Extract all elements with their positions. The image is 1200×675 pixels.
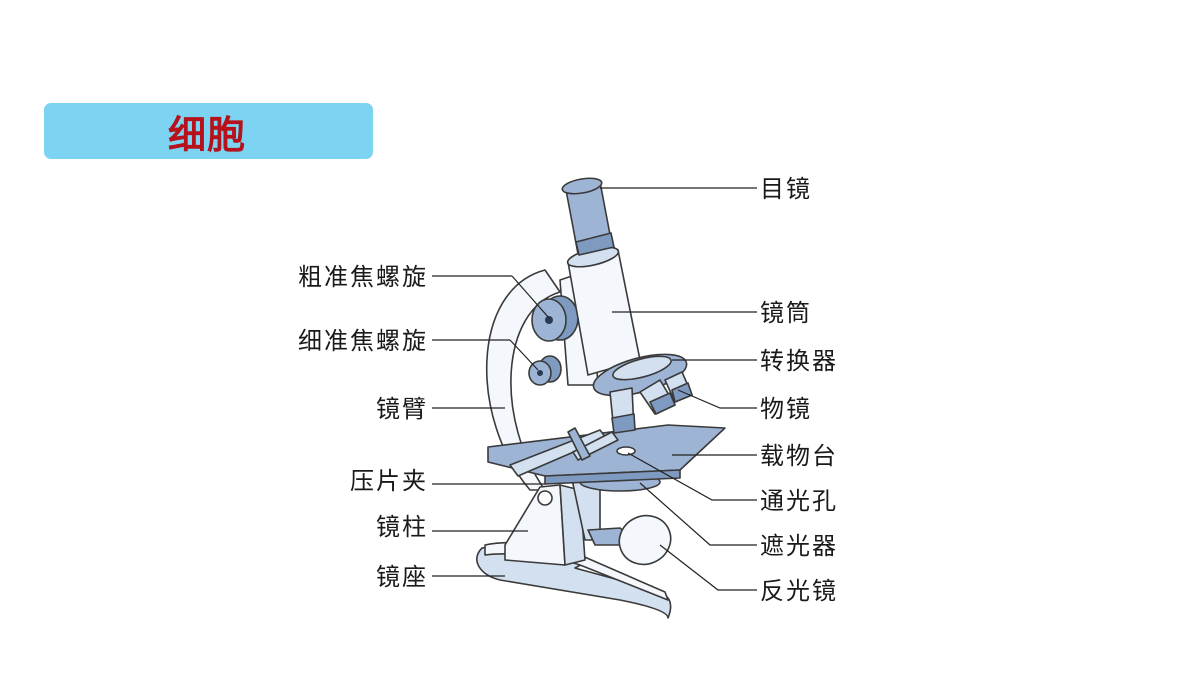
leader-mirror (659, 544, 757, 591)
label-mirror: 反光镜 (760, 577, 838, 605)
objective-right-1-band (649, 392, 676, 415)
label-aperture: 通光孔 (760, 487, 838, 515)
leader-objective (677, 389, 757, 409)
title-banner: 细胞 (44, 103, 373, 159)
pillar-hole (537, 490, 553, 506)
label-eyepiece: 目镜 (760, 175, 812, 203)
leader-diaphragm (639, 482, 757, 546)
leader-aperture (627, 452, 757, 501)
label-nosepiece: 转换器 (760, 347, 838, 375)
objective-right-2-band (671, 382, 693, 403)
label-objective: 物镜 (760, 395, 812, 423)
eyepiece-top (561, 177, 603, 195)
label-arm: 镜臂 (376, 395, 428, 423)
coarse-knob-center (545, 316, 553, 324)
clip-bar (567, 427, 591, 461)
objective-front-band (611, 413, 636, 434)
leader-coarse-focus-2 (511, 275, 550, 319)
stage-front (544, 469, 681, 485)
label-clip: 压片夹 (350, 467, 428, 495)
label-coarse-focus: 粗准焦螺旋 (298, 263, 428, 291)
nosepiece-top (612, 355, 672, 381)
label-pillar: 镜柱 (376, 513, 428, 541)
eyepiece-ring (575, 232, 615, 256)
label-diaphragm: 遮光器 (760, 532, 838, 560)
label-tube: 镜筒 (760, 299, 812, 327)
page-title: 细胞 (168, 112, 247, 157)
leader-fine-focus-2 (509, 339, 539, 371)
label-fine-focus: 细准焦螺旋 (298, 327, 428, 355)
fine-knob-center (537, 370, 543, 376)
label-stage: 载物台 (760, 442, 838, 470)
pillar-shape (504, 484, 566, 566)
mirror-shape (618, 514, 672, 566)
label-base: 镜座 (376, 563, 428, 591)
aperture-hole (616, 446, 636, 456)
